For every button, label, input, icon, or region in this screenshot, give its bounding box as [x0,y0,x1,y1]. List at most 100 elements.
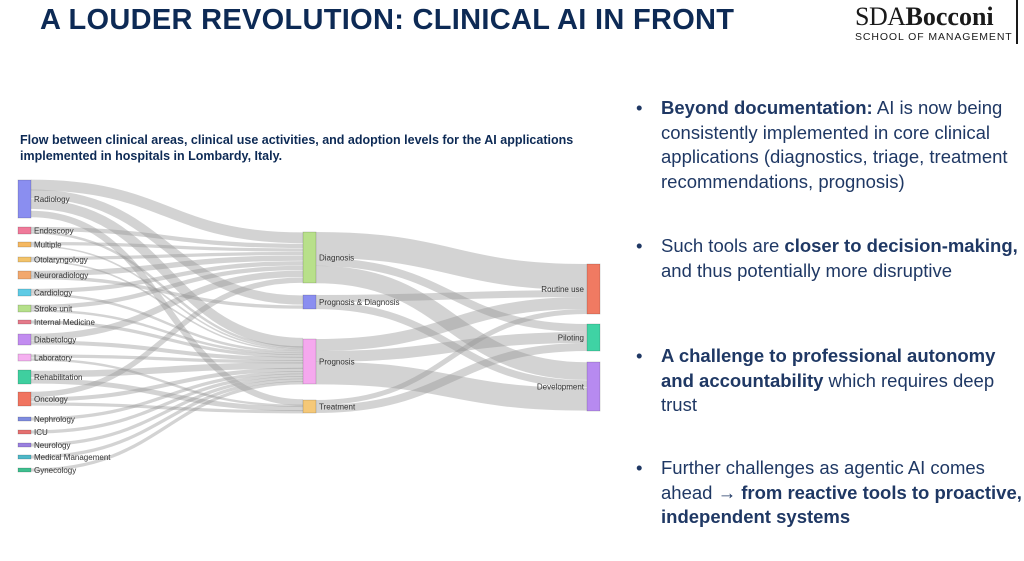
area-label-oncology: Oncology [34,395,68,404]
area-activity-link-otolaryngology-to-prognosis [30,260,304,352]
area-label-otolaryngology: Otolaryngology [34,256,88,265]
adoption-label-routine-use: Routine use [541,285,584,294]
sankey-nodes: RadiologyEndoscopyMultipleOtolaryngology… [17,179,601,475]
area-activity-link-medical-management-to-prognosis [30,378,304,459]
arrow-right-icon: → [717,481,737,503]
area-activity-link-oncology-to-treatment [30,402,304,414]
area-activity-link-radiology-to-treatment [30,210,304,406]
activity-adoption-link-treatment-to-routine-use [315,309,588,405]
bullet-agentic-ai: •Further challenges as agentic AI comes … [636,457,1022,527]
area-label-endoscopy: Endoscopy [34,227,74,236]
area-activity-link-neuroradiology-to-diagnosis [30,255,304,277]
bullet-decision-making: •Such tools are closer to decision-makin… [636,235,1018,281]
area-node-laboratory [17,353,32,362]
activity-label-prognosis: Prognosis [319,358,355,367]
area-label-laboratory: Laboratory [34,354,72,363]
area-activity-link-multiple-to-prognosis [30,245,304,350]
school-logo: SDABocconi SCHOOL OF MANAGEMENT [855,2,1013,44]
area-node-icu [17,429,32,435]
area-activity-link-rehabilitation-to-prognosis [30,362,304,378]
activity-node-prognosis-and-diagnosis [302,294,317,310]
activity-label-diagnosis: Diagnosis [319,254,354,263]
area-node-internal-medicine [17,319,32,325]
bullet-dot-icon: • [636,457,643,478]
activity-adoption-link-prognosis-and-diagnosis-to-routine-use [315,290,588,302]
area-activity-link-radiology-to-prognosis-and-diagnosis [30,189,304,305]
activity-adoption-link-diagnosis-to-routine-use [315,232,588,290]
area-node-multiple [17,241,32,248]
area-activity-link-cardiology-to-diagnosis [30,261,304,294]
activity-node-treatment [302,399,317,414]
area-activity-link-radiology-to-prognosis [30,199,304,348]
logo-wordmark: SDABocconi [855,2,994,31]
area-activity-link-cardiology-to-prognosis [30,293,304,354]
adoption-label-piloting: Piloting [558,334,584,343]
area-label-neuroradiology: Neuroradiology [34,271,88,280]
activity-adoption-link-prognosis-to-routine-use [315,297,588,351]
area-activity-link-oncology-to-diagnosis [30,277,304,398]
adoption-node-routine-use [586,263,601,315]
logo-divider [1016,0,1018,44]
area-activity-link-multiple-to-diagnosis [30,241,304,252]
area-label-nephrology: Nephrology [34,415,75,424]
area-node-rehabilitation [17,369,32,385]
adoption-node-development [586,361,601,412]
area-label-rehabilitation: Rehabilitation [34,373,82,382]
bullet-dot-icon: • [636,97,643,118]
area-activity-link-stroke-unit-to-diagnosis [30,265,304,310]
area-activity-link-icu-to-prognosis [30,373,304,434]
area-node-cardiology [17,288,32,297]
area-activity-link-laboratory-to-prognosis [30,354,304,364]
area-label-icu: ICU [34,428,48,437]
area-activity-link-neurology-to-prognosis [30,376,304,447]
activity-label-treatment: Treatment [319,403,356,412]
logo-subtitle: SCHOOL OF MANAGEMENT [855,31,1013,43]
area-label-diabetology: Diabetology [34,336,76,345]
bullet-beyond-documentation: •Beyond documentation: AI is now being c… [636,97,1008,192]
bullet-dot-icon: • [636,235,643,256]
area-activity-link-laboratory-to-treatment [30,358,304,408]
area-node-medical-management [17,454,32,460]
activity-adoption-link-prognosis-to-development [315,361,588,411]
diagram-caption: Flow between clinical areas, clinical us… [20,133,574,163]
area-label-multiple: Multiple [34,241,62,250]
area-activity-link-internal-medicine-to-prognosis [30,320,304,358]
adoption-node-piloting [586,323,601,352]
area-label-cardiology: Cardiology [34,289,72,298]
adoption-label-development: Development [537,383,585,392]
area-activity-link-gynecology-to-prognosis [30,381,304,472]
sankey-diagram: RadiologyEndoscopyMultipleOtolaryngology… [17,179,601,475]
bullet-dot-icon: • [636,345,643,366]
slide-title: A LOUDER REVOLUTION: CLINICAL AI IN FRON… [40,4,735,36]
area-activity-link-stroke-unit-to-prognosis [30,309,304,356]
area-node-oncology [17,391,32,407]
area-node-otolaryngology [17,256,32,263]
activity-label-prognosis-and-diagnosis: Prognosis & Diagnosis [319,298,399,307]
sankey-links [30,179,588,472]
area-node-stroke-unit [17,304,32,313]
area-activity-link-otolaryngology-to-diagnosis [30,251,304,261]
area-label-radiology: Radiology [34,195,70,204]
area-label-stroke-unit: Stroke unit [34,305,73,314]
area-label-internal-medicine: Internal Medicine [34,318,95,327]
area-activity-link-endoscopy-to-prognosis [30,231,304,349]
activity-adoption-link-prognosis-and-diagnosis-to-development [315,301,588,388]
area-node-endoscopy [17,226,32,235]
area-node-neurology [17,442,32,448]
area-activity-link-neuroradiology-to-prognosis-and-diagnosis [30,275,304,309]
area-label-gynecology: Gynecology [34,466,76,475]
area-node-radiology [17,179,32,219]
bullet-professional-autonomy: •A challenge to professional autonomy an… [636,345,996,415]
activity-node-diagnosis [302,231,317,284]
area-label-medical-management: Medical Management [34,453,111,462]
area-activity-link-diabetology-to-diagnosis [30,270,304,341]
area-node-gynecology [17,467,32,473]
area-node-neuroradiology [17,270,32,280]
area-activity-link-rehabilitation-to-treatment [30,378,304,412]
activity-node-prognosis [302,338,317,385]
area-node-nephrology [17,416,32,422]
activity-adoption-link-prognosis-to-piloting [315,332,588,362]
area-label-neurology: Neurology [34,441,70,450]
area-activity-link-nephrology-to-prognosis [30,370,304,421]
activity-adoption-link-diagnosis-to-development [315,265,588,380]
